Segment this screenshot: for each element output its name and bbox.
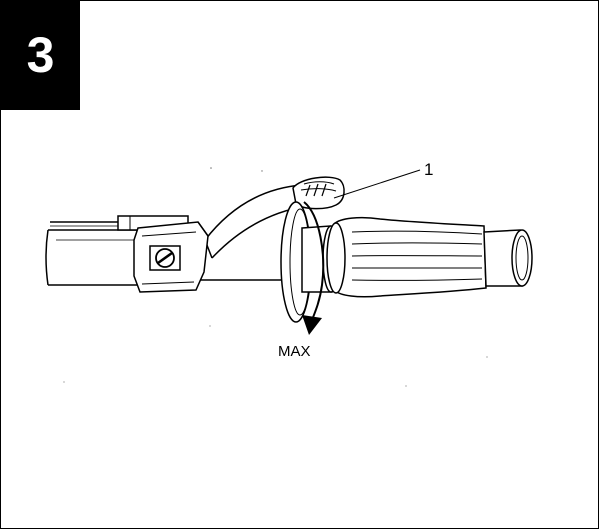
rotation-direction-arrow [303, 201, 325, 321]
adjuster-screw-icon [149, 245, 181, 271]
step-number-badge: 3 [0, 0, 80, 110]
arrow-head-icon [302, 315, 322, 335]
throttle-grip-body [326, 216, 487, 298]
scan-speckles [63, 167, 488, 387]
step-number: 3 [26, 27, 55, 83]
rotation-max-label: MAX [278, 343, 311, 360]
callout-leader-line [333, 169, 421, 199]
grip-end-cap [483, 229, 533, 287]
callout-number: 1 [424, 160, 433, 179]
